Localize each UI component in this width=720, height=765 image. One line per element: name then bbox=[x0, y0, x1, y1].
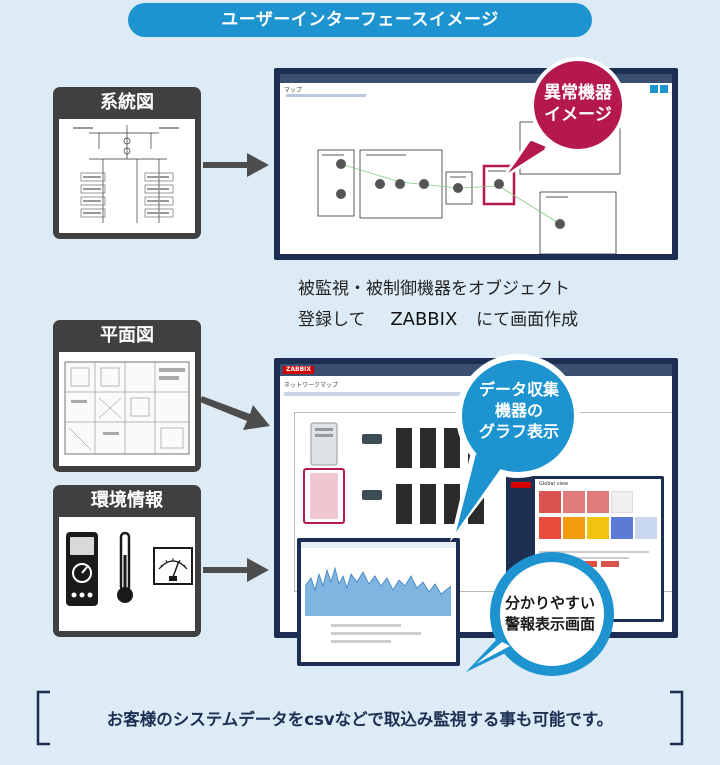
source-card-floor-plan: 平面図 bbox=[53, 320, 201, 472]
thermometer-icon bbox=[117, 531, 133, 603]
arrow-right-icon bbox=[200, 396, 270, 430]
footer-note: お客様のシステムデータをcsvなどで取込み監視する事も可能です。 bbox=[106, 710, 614, 729]
caption-line2-pre: 登録して bbox=[298, 310, 366, 330]
footer-brackets bbox=[36, 690, 684, 746]
zabbix-page-title: ネットワークマップ bbox=[284, 382, 339, 389]
single-line-diagram-thumbnail bbox=[59, 119, 195, 233]
arrow-right-icon bbox=[203, 153, 269, 177]
graph-callout-line3: グラフ表示 bbox=[478, 422, 559, 441]
graph-callout bbox=[450, 354, 580, 542]
source-card-title: 系統図 bbox=[100, 92, 154, 113]
environment-icons-panel bbox=[59, 517, 195, 631]
server-row-bottom bbox=[362, 484, 484, 524]
caption-line2-post: にて画面作成 bbox=[476, 310, 579, 330]
anomaly-callout-line2: イメージ bbox=[544, 105, 612, 125]
server-rack-icon bbox=[310, 422, 338, 466]
graph-callout-line2: 機器の bbox=[494, 401, 543, 420]
map-screen-nav bbox=[280, 74, 672, 83]
source-card-title: 環境情報 bbox=[91, 490, 163, 511]
caption-line2: 登録して ZABBIX にて画面作成 bbox=[298, 306, 688, 334]
source-card-environment-info: 環境情報 bbox=[53, 485, 201, 637]
anomaly-callout bbox=[502, 57, 626, 179]
multimeter-icon bbox=[66, 532, 98, 606]
graph-screen bbox=[301, 542, 456, 662]
single-line-diagram-graphic bbox=[73, 125, 179, 223]
status-tiles bbox=[539, 491, 659, 547]
anomaly-device-highlight bbox=[303, 468, 345, 524]
analog-meter-icon bbox=[153, 547, 193, 585]
alert-callout-line2: 警報表示画面 bbox=[504, 615, 595, 633]
zabbix-logo: ZABBIX bbox=[283, 366, 314, 374]
caption-line1: 被監視・被制御機器をオブジェクト bbox=[298, 279, 570, 299]
caption-brand: ZABBIX bbox=[390, 309, 458, 330]
graph-area bbox=[305, 556, 451, 616]
anomaly-callout-line1: 異常機器 bbox=[544, 83, 612, 103]
header-title: ユーザーインターフェースイメージ bbox=[128, 3, 592, 37]
source-card-title: 平面図 bbox=[100, 325, 154, 346]
arrow-right-icon bbox=[203, 558, 269, 582]
alert-callout bbox=[466, 552, 614, 676]
map-screen-title: マップ bbox=[284, 87, 303, 94]
status-screen-title: Global view bbox=[539, 481, 569, 487]
graph-callout-line1: データ収集 bbox=[478, 380, 559, 399]
server-rack-icon bbox=[310, 473, 338, 519]
graph-screen-frame bbox=[297, 538, 460, 666]
zabbix-topbar: ZABBIX bbox=[280, 364, 672, 376]
map-screen-frame: マップ bbox=[274, 68, 678, 260]
source-card-single-line-diagram: 系統図 bbox=[53, 87, 201, 239]
alert-callout-line1: 分かりやすい bbox=[504, 594, 595, 612]
floor-plan-graphic bbox=[64, 361, 190, 455]
floor-plan-thumbnail bbox=[59, 352, 195, 466]
